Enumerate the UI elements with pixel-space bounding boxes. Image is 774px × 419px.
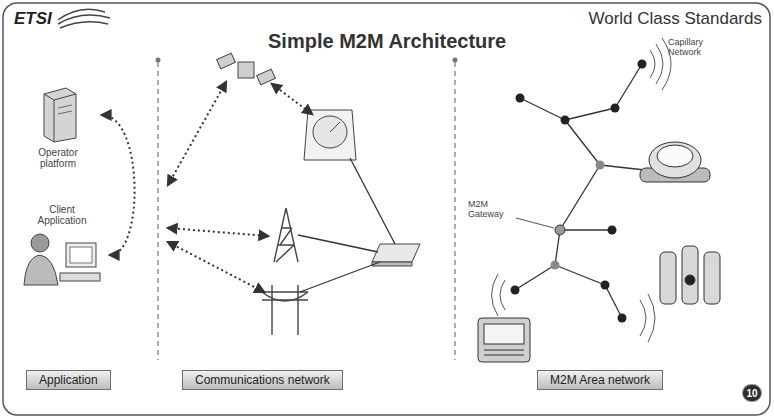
node-text: 10 bbox=[746, 388, 757, 399]
client-application: Client Application bbox=[16, 204, 108, 289]
radio-tower-icon bbox=[274, 208, 298, 262]
client-icon bbox=[20, 229, 104, 289]
gas-cylinders-icon bbox=[660, 246, 720, 304]
slide-title: Simple M2M Architecture bbox=[268, 30, 506, 53]
tagline: World Class Standards bbox=[588, 9, 762, 29]
power-line-icon bbox=[262, 285, 308, 335]
wireless-links bbox=[168, 82, 312, 292]
capillary-links bbox=[515, 64, 645, 318]
gateway-node bbox=[555, 225, 565, 235]
node-text: Communications network bbox=[195, 373, 330, 387]
node-text: Application bbox=[39, 373, 98, 387]
dotted-connector bbox=[102, 115, 135, 255]
radio-waves bbox=[492, 38, 672, 342]
callout-label: M2M Gateway bbox=[468, 200, 514, 220]
section-band: Communications network bbox=[182, 370, 343, 390]
server-icon bbox=[36, 86, 80, 144]
leader-line bbox=[516, 218, 554, 228]
node-text: M2M Area network bbox=[550, 373, 650, 387]
operator-platform: Operator platform bbox=[16, 86, 100, 169]
water-meter-icon bbox=[640, 142, 710, 182]
section-band: Application bbox=[26, 370, 111, 390]
logo-swoosh bbox=[58, 9, 110, 28]
node-text: Operator platform bbox=[28, 147, 88, 169]
divider-lines bbox=[158, 62, 455, 360]
electricity-meter-icon bbox=[478, 318, 530, 362]
region-label: Capillary Network bbox=[668, 38, 720, 58]
satellite-icon bbox=[217, 53, 276, 85]
node-text: Client Application bbox=[27, 204, 97, 226]
network-links bbox=[298, 158, 395, 292]
page-number: 10 bbox=[742, 384, 762, 402]
logo-text: ETSI bbox=[14, 9, 52, 29]
satellite-dish-icon bbox=[304, 110, 356, 160]
section-band: M2M Area network bbox=[537, 370, 663, 390]
capillary-nodes bbox=[511, 60, 647, 323]
slide-border bbox=[3, 3, 770, 415]
